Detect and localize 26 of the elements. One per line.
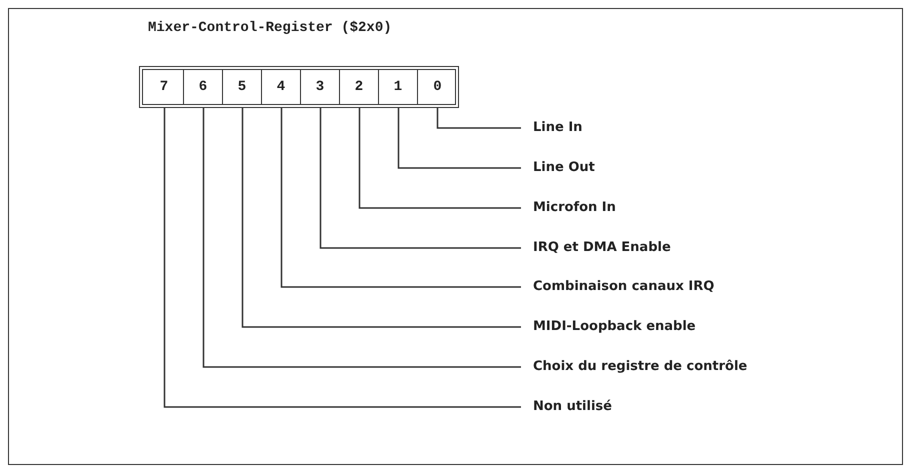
bit-description: Non utilisé [533,399,612,415]
bit-number: 3 [301,70,340,104]
diagram-title: Mixer-Control-Register ($2x0) [148,20,392,36]
leader-line [242,108,521,328]
register-frame [139,66,459,108]
bit-description: Combinaison canaux IRQ [533,279,714,295]
leader-line [320,108,521,249]
bit-number: 2 [340,70,379,104]
bit-number: 1 [379,70,418,104]
leader-line [398,108,521,169]
bit-number: 6 [184,70,223,104]
bit-description: MIDI-Loopback enable [533,319,696,335]
leader-line [164,108,521,408]
bit-description: IRQ et DMA Enable [533,240,671,256]
leader-line [436,108,521,129]
bit-description: Line Out [533,160,595,176]
leader-line [280,108,521,288]
leader-line [358,108,521,209]
bit-number: 7 [145,70,184,104]
bit-number: 0 [418,70,457,104]
bit-description: Microfon In [533,200,616,216]
bit-description: Line In [533,120,582,136]
bit-number: 5 [223,70,262,104]
bit-number: 4 [262,70,301,104]
leader-line [202,108,521,368]
bit-description: Choix du registre de contrôle [533,359,748,375]
